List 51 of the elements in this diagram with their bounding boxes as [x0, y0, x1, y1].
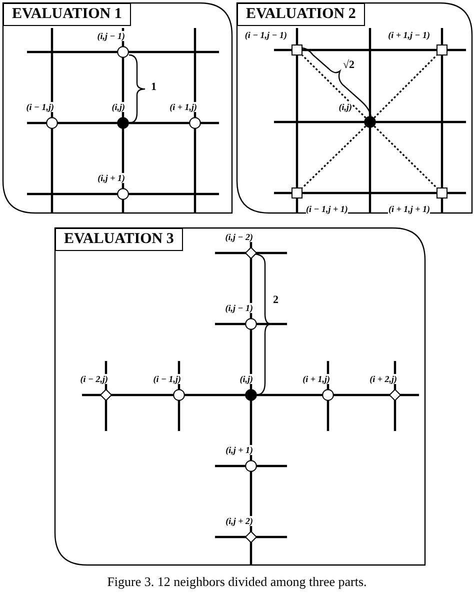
square-marker [436, 44, 448, 56]
grid-point [245, 389, 257, 401]
panel-title: EVALUATION 1 [3, 3, 131, 26]
dotted-line [302, 54, 366, 118]
grid-point [117, 188, 129, 200]
coordinate-label: (i + 1,j + 1) [388, 204, 430, 214]
dotted-line [374, 126, 438, 188]
dotted-line [302, 126, 366, 188]
grid-point [245, 318, 257, 330]
square-marker [291, 187, 303, 199]
coordinate-label: (i,j + 1) [98, 173, 125, 183]
grid-point [245, 460, 257, 472]
coordinate-label: (i + 1,j) [302, 374, 330, 384]
coordinate-label: (i,j) [112, 102, 125, 112]
figure-caption: Figure 3. 12 neighbors divided among three parts. [106, 574, 368, 590]
diamond-marker [245, 247, 257, 259]
diamond-marker [245, 531, 257, 543]
square-marker [436, 187, 448, 199]
panel-title: EVALUATION 2 [237, 3, 365, 26]
diamond-marker [389, 389, 401, 401]
panel-frame [3, 3, 232, 213]
panel-title: EVALUATION 3 [55, 228, 183, 251]
coordinate-label: (i,j) [338, 102, 352, 112]
coordinate-label: (i + 2,j) [370, 374, 397, 384]
coordinate-label: (i,j − 1) [97, 31, 125, 41]
grid-point [322, 389, 334, 401]
grid-point [46, 117, 58, 129]
dimension-label: 1 [151, 81, 156, 93]
coordinate-label: (i,j + 2) [226, 516, 253, 526]
coordinate-label: (i − 1,j + 1) [306, 204, 348, 214]
grid-point [117, 117, 129, 129]
coordinate-label: (i + 1,j) [170, 102, 197, 112]
grid-point [364, 116, 376, 128]
grid-point [173, 389, 185, 401]
coordinate-label: (i,j + 1) [226, 445, 253, 455]
coordinate-label: (i,j − 1) [225, 303, 253, 313]
coordinate-label: (i − 2,j) [80, 374, 108, 384]
coordinate-label: (i,j) [240, 374, 253, 384]
panel-frame [237, 3, 472, 213]
coordinate-label: (i + 1,j − 1) [388, 30, 430, 40]
coordinate-label: (i,j − 2) [225, 232, 253, 242]
dotted-line [374, 54, 438, 118]
square-marker [291, 44, 303, 56]
coordinate-label: (i − 1,j) [153, 374, 181, 384]
dimension-label: 2 [273, 294, 278, 306]
grid-point [117, 46, 129, 58]
diamond-marker [100, 389, 112, 401]
coordinate-label: (i − 1,j − 1) [244, 30, 287, 40]
grid-point [189, 117, 201, 129]
dimension-label: √2 [343, 59, 355, 71]
coordinate-label: (i − 1,j) [26, 102, 54, 112]
